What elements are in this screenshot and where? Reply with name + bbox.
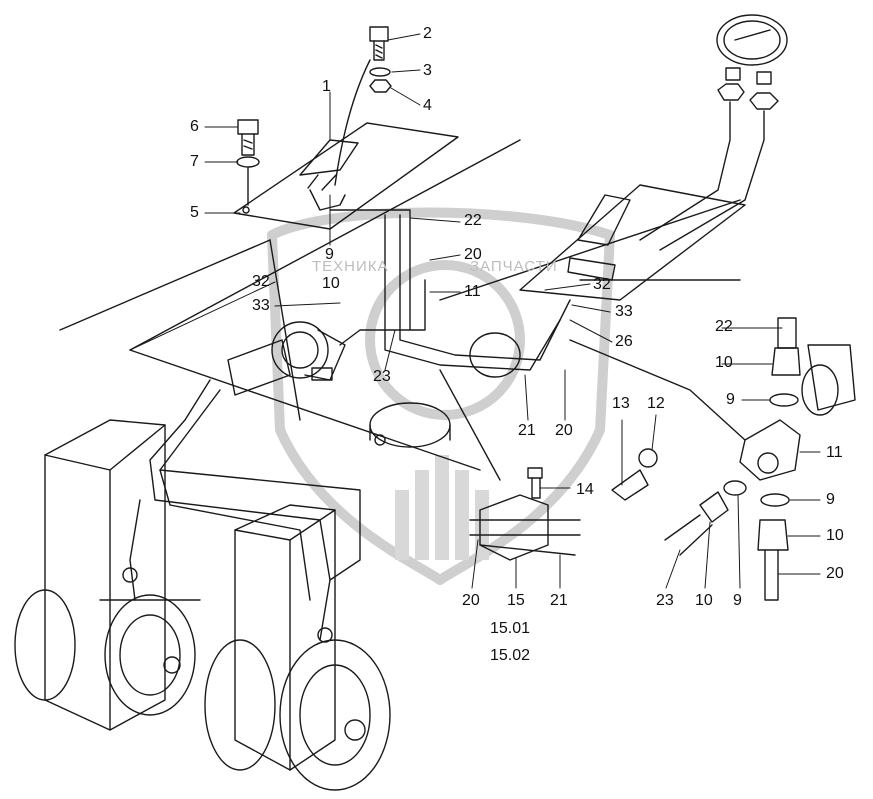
watermark-text-right: ЗАПЧАСТИ <box>470 258 558 275</box>
callout-22-detail: 22 <box>715 318 733 335</box>
callout-15: 15 <box>507 592 525 609</box>
leader-lines <box>129 33 821 589</box>
callout-20-detail: 20 <box>826 565 844 582</box>
pedal-platform-right <box>519 184 746 301</box>
callout-20-clamp: 20 <box>462 592 480 609</box>
callout-2: 2 <box>423 25 432 42</box>
bolt-assembly-top <box>334 26 392 186</box>
callout-14: 14 <box>576 481 594 498</box>
callout-32-left: 32 <box>252 273 270 290</box>
callout-20-top: 20 <box>464 246 482 263</box>
callout-23-center: 23 <box>373 368 391 385</box>
callout-12: 12 <box>647 395 665 412</box>
callout-13: 13 <box>612 395 630 412</box>
callout-26: 26 <box>615 333 633 350</box>
callout-20-center: 20 <box>555 422 573 439</box>
wheat-logo-icon <box>395 455 489 560</box>
callout-32-right: 32 <box>593 276 611 293</box>
wheel-pillar-left <box>14 419 201 731</box>
callout-9-detail-mid: 9 <box>826 491 835 508</box>
callout-4: 4 <box>423 97 432 114</box>
callout-21-center: 21 <box>518 422 536 439</box>
callout-11-detail: 11 <box>826 444 843 461</box>
bolt-assembly-left <box>236 119 260 206</box>
callout-21-clamp: 21 <box>550 592 568 609</box>
pressure-gauge <box>639 14 788 251</box>
watermark-text-left: ТЕХНИКА <box>312 258 389 275</box>
callout-9-detail-top: 9 <box>726 391 735 408</box>
callout-7: 7 <box>190 153 199 170</box>
callout-33-left: 33 <box>252 297 270 314</box>
callout-6: 6 <box>190 118 199 135</box>
callout-9-top: 9 <box>325 246 334 263</box>
callout-15-01: 15.01 <box>490 620 531 637</box>
callout-10-detail-top: 10 <box>715 354 733 371</box>
callout-10-top: 10 <box>322 275 340 292</box>
callout-22-top: 22 <box>464 212 482 229</box>
brake-chamber-center <box>369 332 521 448</box>
callout-5: 5 <box>190 204 199 221</box>
callout-10-detail-mid: 10 <box>826 527 844 544</box>
callout-10-detail-bottom: 10 <box>695 592 713 609</box>
callout-11-top: 11 <box>464 283 481 300</box>
callout-1: 1 <box>322 78 331 95</box>
callout-15-02: 15.02 <box>490 647 531 664</box>
wheel-pillar-right <box>159 469 391 791</box>
tee-fitting-detail <box>611 317 856 601</box>
callout-23-detail: 23 <box>656 592 674 609</box>
frame-lines <box>59 139 741 471</box>
brake-chamber-left <box>227 321 346 396</box>
callout-33-right: 33 <box>615 303 633 320</box>
callout-3: 3 <box>423 62 432 79</box>
callout-9-detail-bottom: 9 <box>733 592 742 609</box>
